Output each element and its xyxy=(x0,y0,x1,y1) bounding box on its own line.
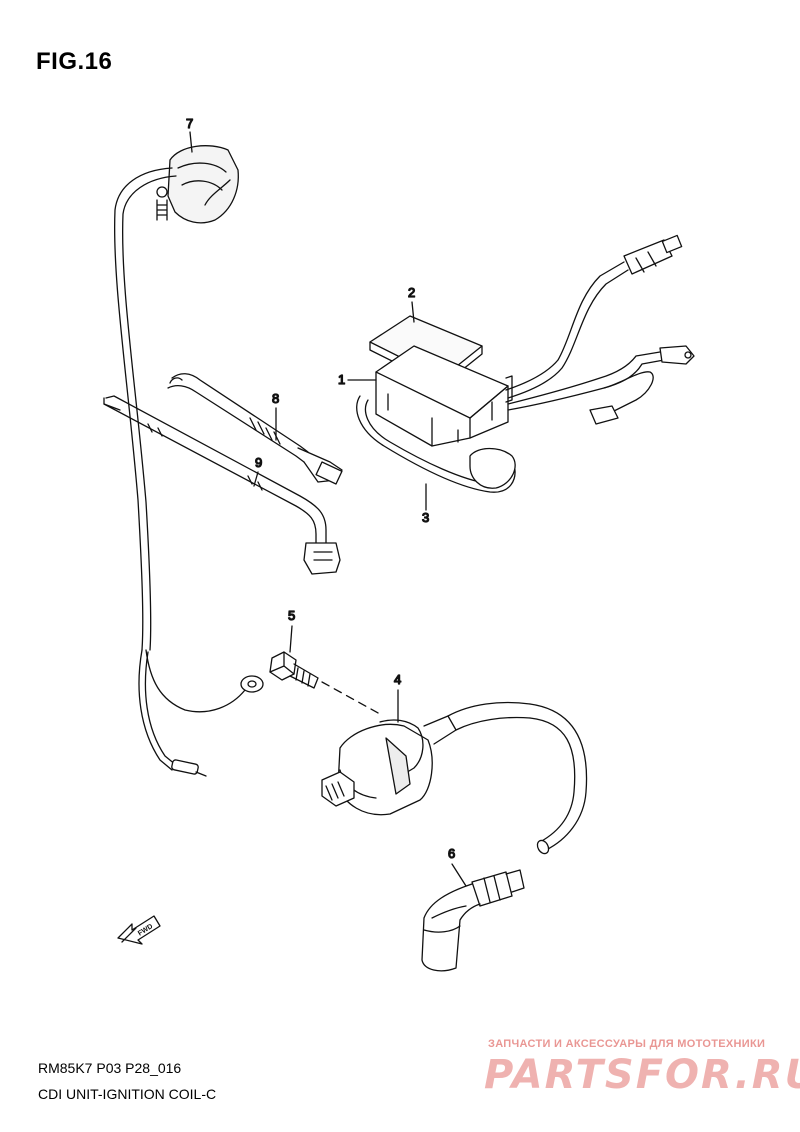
leader-line-7 xyxy=(189,131,193,153)
leader-line-5 xyxy=(289,625,293,653)
cable-tie xyxy=(103,395,341,575)
cdi-unit xyxy=(375,261,665,447)
leader-line-6 xyxy=(451,863,467,887)
cdi-terminal-connector xyxy=(589,345,695,425)
callout-label-2: 2 xyxy=(408,285,415,300)
leader-line-9 xyxy=(253,471,259,487)
forward-arrow-icon: FWD xyxy=(117,915,161,945)
figure-title: FIG.16 xyxy=(36,48,113,75)
stator-pickup-wiring xyxy=(114,145,264,777)
callout-label-1: 1 xyxy=(338,372,345,387)
callout-label-4: 4 xyxy=(394,672,401,687)
callout-label-7: 7 xyxy=(186,116,193,131)
spark-plug-cap xyxy=(421,869,525,972)
callout-label-9: 9 xyxy=(255,455,262,470)
ignition-coil xyxy=(321,701,588,855)
callout-label-5: 5 xyxy=(288,608,295,623)
bolt-alignment-dashline xyxy=(321,681,381,715)
model-code: RM85K7 P03 P28_016 xyxy=(38,1060,182,1076)
watermark-tagline: ЗАПЧАСТИ И АКСЕССУАРЫ ДЛЯ МОТОТЕХНИКИ xyxy=(488,1038,766,1050)
callout-label-8: 8 xyxy=(272,391,279,406)
cdi-connector-coupler xyxy=(623,234,683,275)
bolt xyxy=(269,651,319,689)
rubber-band xyxy=(356,395,516,493)
callout-label-3: 3 xyxy=(422,510,429,525)
callout-label-6: 6 xyxy=(448,846,455,861)
section-name: CDI UNIT-IGNITION COIL-C xyxy=(38,1086,217,1102)
leader-line-2 xyxy=(411,301,415,323)
watermark-logo: PARTSFOR.RU xyxy=(484,1052,800,1098)
cable-clamp xyxy=(167,373,343,485)
